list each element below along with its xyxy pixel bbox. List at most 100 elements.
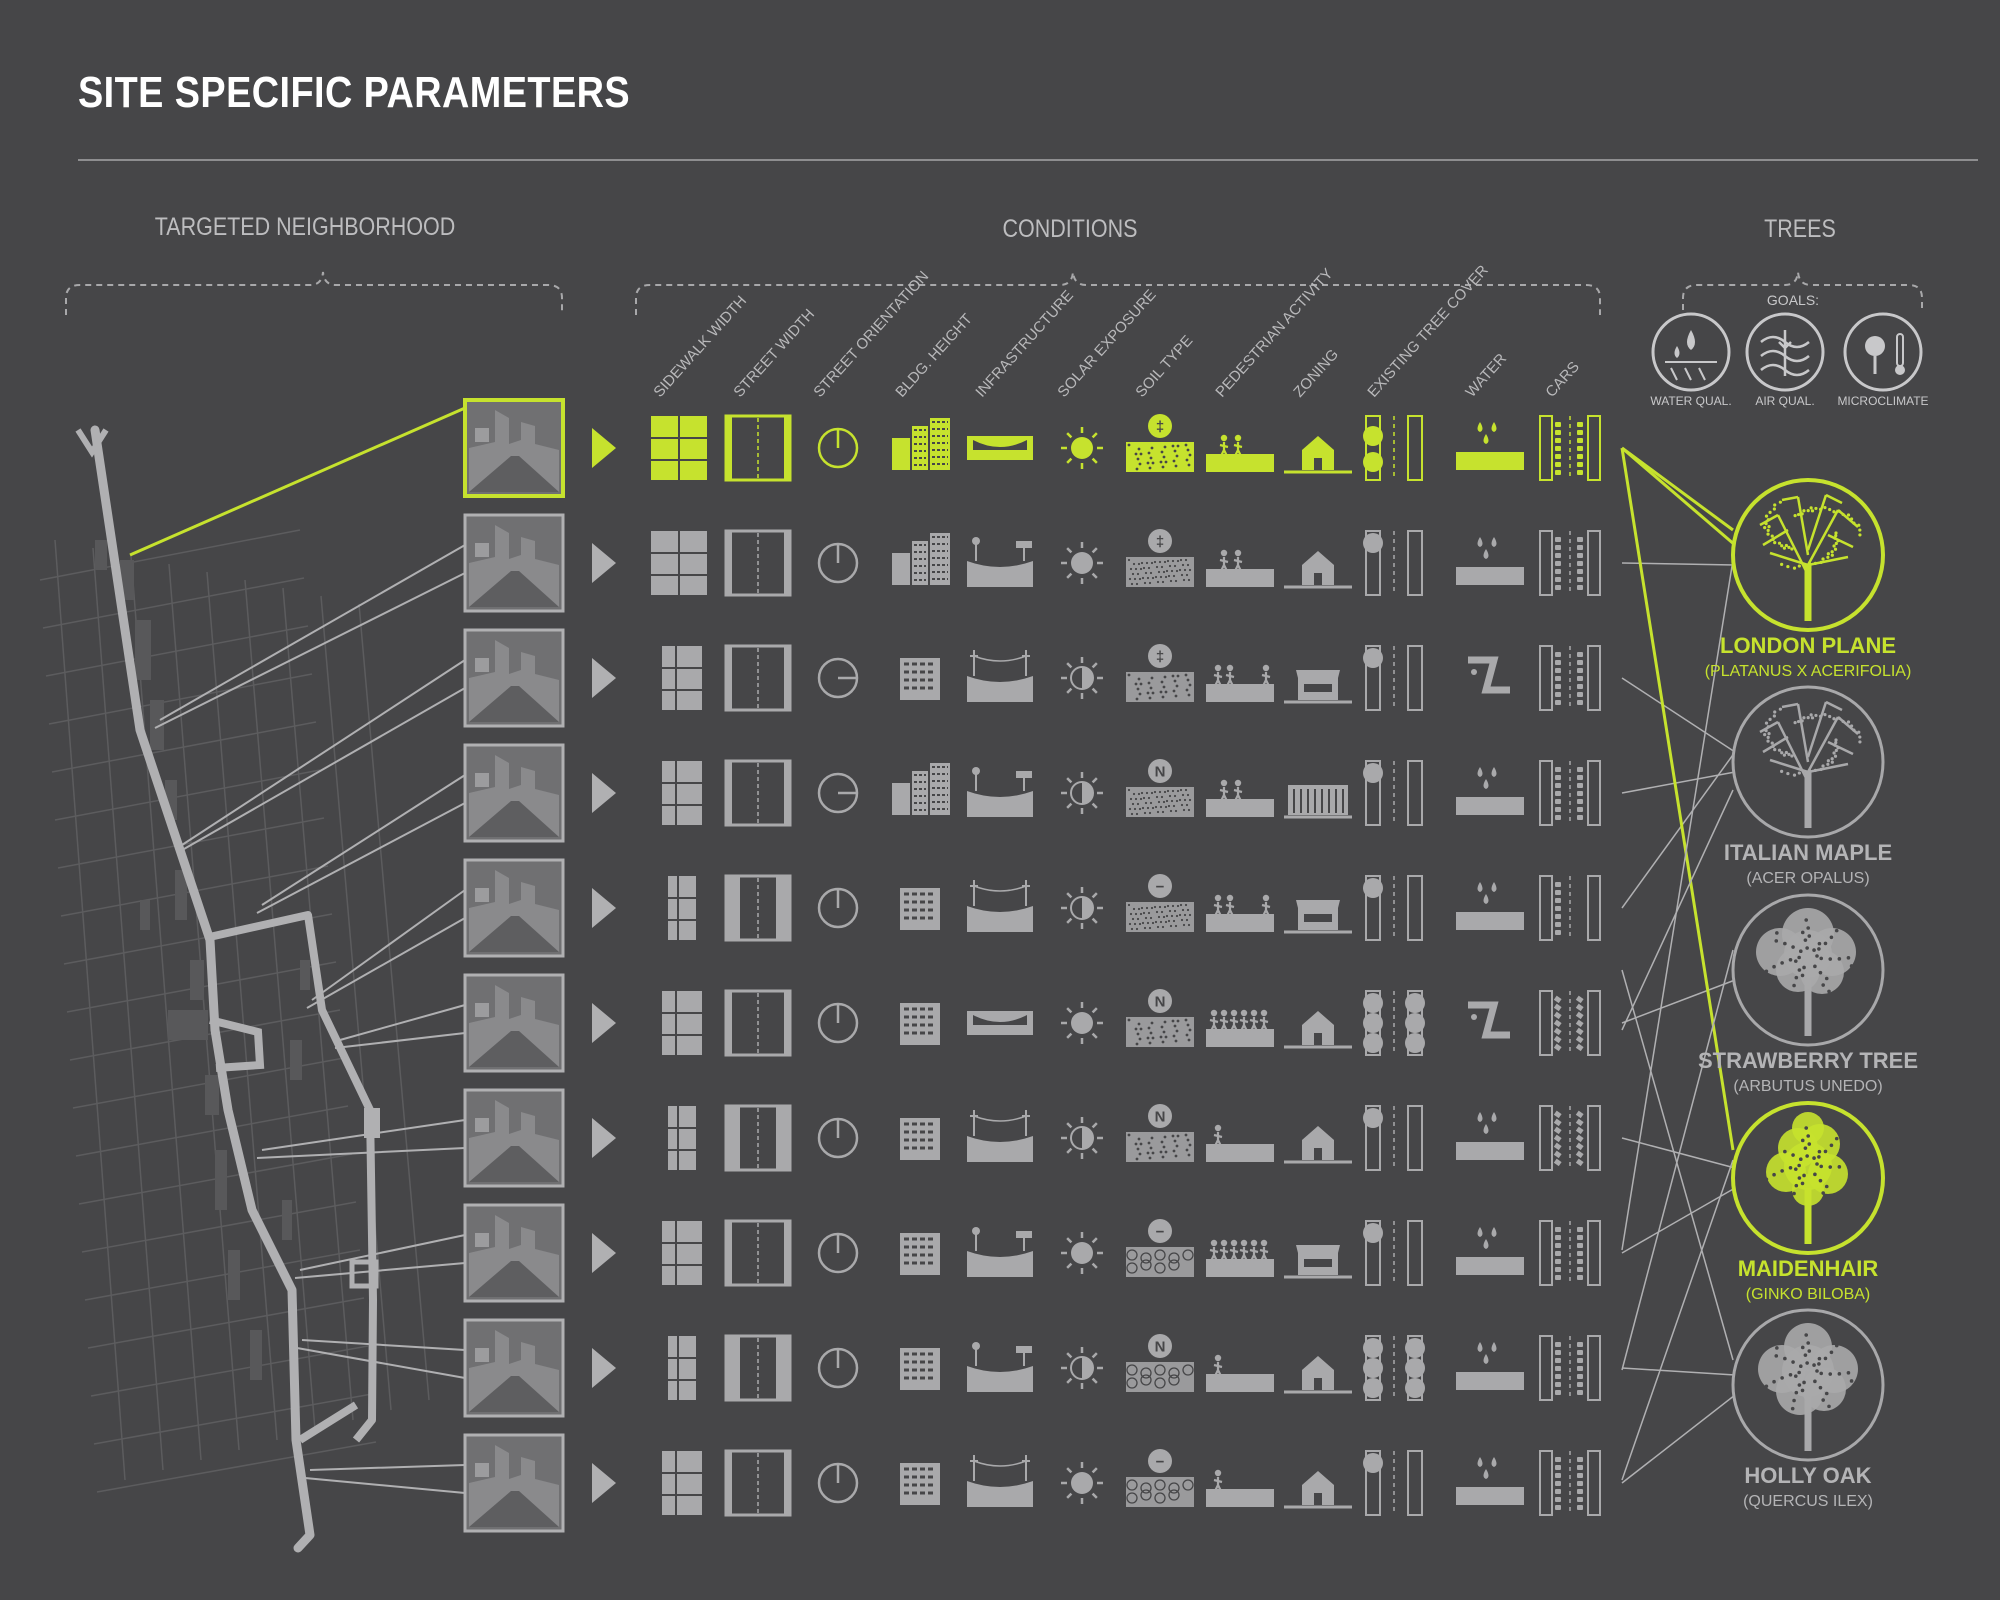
soil-grain [1182, 923, 1186, 927]
foliage-gap [1815, 954, 1819, 958]
soil-grain [1155, 565, 1159, 569]
pedestrian-head [1214, 664, 1222, 672]
cell-existing-tree-cover [1363, 1335, 1425, 1401]
street-curb [776, 1336, 790, 1400]
cars-lane [1587, 990, 1601, 1056]
cell-water [1456, 882, 1524, 930]
car-icon [1555, 569, 1561, 574]
car-icon [1577, 430, 1583, 435]
sun-ray [1066, 572, 1073, 579]
pedestrian-head [1220, 434, 1228, 442]
tree-label: MAIDENHAIR(GINKO BILOBA) [1658, 1256, 1958, 1304]
soil-grain [1159, 460, 1163, 464]
cell-bldg-height [900, 1463, 940, 1505]
sun-ray [1091, 457, 1098, 464]
soil-grain [1154, 920, 1158, 924]
street-curb [726, 1221, 732, 1285]
map-spur-route [209, 1016, 265, 1072]
goal-label: WATER QUAL. [1650, 394, 1732, 408]
cars-lane [1539, 1220, 1553, 1286]
condition-row: − [662, 1449, 1601, 1517]
car-icon [1577, 684, 1583, 689]
cell-street-orientation [817, 657, 859, 699]
soil-grain [1188, 683, 1192, 687]
soil-marker-label: N [1155, 1339, 1166, 1356]
shop-awning [1296, 900, 1340, 908]
thermometer-bulb [1895, 365, 1905, 375]
car-icon [1555, 684, 1561, 689]
foliage-gap [1817, 941, 1822, 946]
soil-grain [1135, 697, 1139, 701]
thumbnail-facade [475, 1003, 489, 1017]
soil-grain [1134, 567, 1138, 571]
pedestrian-head [1220, 549, 1228, 557]
soil-grain [1172, 804, 1176, 808]
car-icon [1555, 930, 1561, 935]
tree-canopy [1363, 1453, 1383, 1473]
pedestrian-ground [1206, 914, 1274, 932]
tree-leaf [1821, 764, 1825, 768]
sidewalk-icon [668, 1106, 696, 1170]
pedestrian-head [1234, 779, 1242, 787]
soil-grain [1138, 1152, 1142, 1156]
soil-grain [1162, 570, 1166, 574]
soil-grain [1175, 1029, 1179, 1033]
cell-pedestrian-activity [1206, 664, 1274, 702]
cell-cars [1539, 1220, 1601, 1286]
house-icon [1302, 436, 1334, 470]
soil-marker-label: N [1155, 994, 1166, 1011]
soil-grain [1151, 1151, 1155, 1155]
sun-ray [1091, 892, 1098, 899]
pedestrian-head [1214, 1354, 1222, 1362]
soil-grain [1188, 453, 1192, 457]
foliage-gap [1819, 1164, 1824, 1169]
tree-leaf [1813, 561, 1818, 565]
foliage-gap [1817, 1155, 1821, 1159]
map-connector-line [294, 1234, 466, 1279]
car-icon [1555, 1497, 1561, 1502]
cell-sidewalk-width [662, 991, 702, 1055]
cell-water [1456, 537, 1524, 585]
soil-icon [1126, 672, 1194, 702]
foliage-gap [1780, 1169, 1784, 1173]
soil-grain [1130, 582, 1134, 586]
tree-cover-strip [1365, 645, 1381, 711]
tree-branch [1827, 740, 1854, 756]
utility-pole [970, 880, 1030, 906]
street-curb [726, 1106, 740, 1170]
soil-grain [1164, 805, 1168, 809]
sun-ray [1066, 687, 1073, 694]
foliage-gap [1815, 1369, 1819, 1373]
soil-grain [1134, 797, 1138, 801]
tree-leaf [1849, 517, 1854, 521]
car-icon [1575, 1158, 1584, 1167]
tree-leaf [1819, 560, 1823, 564]
soil-grain [1156, 925, 1160, 929]
goal-label: AIR QUAL. [1755, 394, 1815, 408]
cell-sidewalk-width [668, 876, 696, 940]
street-curb [776, 1106, 790, 1170]
sidewalk-icon [668, 1336, 696, 1400]
soil-grain [1186, 793, 1190, 797]
map-block [190, 960, 204, 1000]
soil-grain [1158, 560, 1162, 564]
soil-grain [1136, 687, 1140, 691]
map-street-line [92, 547, 164, 1471]
soil-grain [1187, 1038, 1191, 1042]
gravel [1154, 1262, 1166, 1274]
map-block [140, 900, 150, 930]
map-street-line [130, 555, 202, 1461]
tree-leaf [1764, 729, 1768, 733]
lamp [972, 1342, 980, 1350]
map-square-node [349, 1259, 379, 1289]
water-drop [1483, 434, 1489, 444]
condition-rows: ‡‡‡N−NN−N− [651, 414, 1601, 1517]
infrastructure-icon [967, 676, 1033, 702]
sun-ray [1091, 1122, 1098, 1129]
foliage-gap [1829, 1143, 1834, 1148]
tree-canopy [1865, 336, 1885, 356]
car-icon [1577, 454, 1583, 459]
soil-marker [1148, 989, 1172, 1013]
tree-leaf [1804, 771, 1808, 776]
soil-grain [1178, 568, 1182, 572]
